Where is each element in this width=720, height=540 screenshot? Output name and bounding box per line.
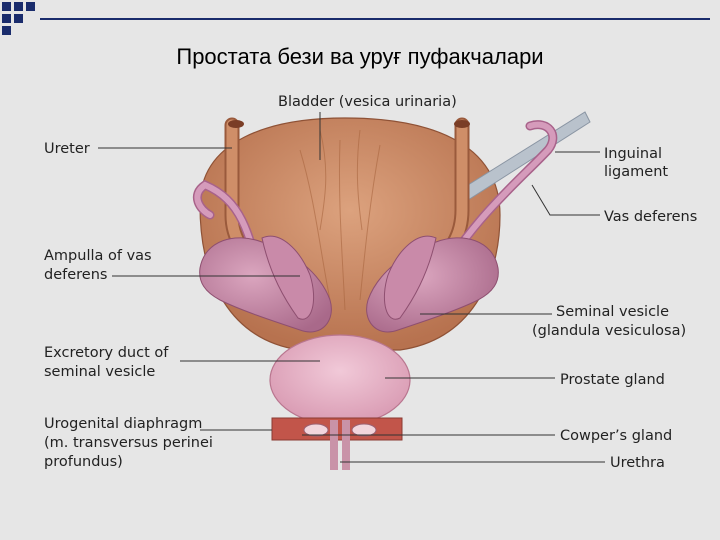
label-inguinal-line2: ligament bbox=[604, 164, 668, 180]
label-seminal-line1: Seminal vesicle bbox=[556, 304, 669, 320]
label-cowper: Cowper’s gland bbox=[560, 428, 672, 444]
label-prostate: Prostate gland bbox=[560, 372, 665, 388]
label-vas-deferens: Vas deferens bbox=[604, 209, 697, 225]
label-inguinal-line1: Inguinal bbox=[604, 146, 662, 162]
label-bladder: Bladder (vesica urinaria) bbox=[278, 94, 457, 110]
seminal-vesicle-shapes bbox=[199, 235, 499, 333]
prostate-shape bbox=[269, 334, 411, 426]
title-rule bbox=[40, 18, 710, 20]
label-urogenital-line1: Urogenital diaphragm bbox=[44, 416, 202, 432]
label-ampulla-line1: Ampulla of vas bbox=[44, 248, 152, 264]
label-seminal-line2: (glandula vesiculosa) bbox=[532, 323, 686, 339]
label-excretory-line1: Excretory duct of bbox=[44, 345, 169, 361]
label-excretory-line2: seminal vesicle bbox=[44, 364, 155, 380]
label-ampulla-line2: deferens bbox=[44, 267, 107, 283]
slide-title: Простата бези ва уруғ пуфакчалари bbox=[176, 44, 544, 69]
label-ureter: Ureter bbox=[44, 141, 90, 157]
inguinal-ligament-shape bbox=[459, 111, 591, 201]
leader-lines bbox=[98, 112, 605, 463]
corner-decoration bbox=[0, 0, 60, 40]
label-urethra: Urethra bbox=[610, 455, 665, 471]
label-urogenital-line2: (m. transversus perinei bbox=[44, 435, 213, 451]
label-urogenital-line3: profundus) bbox=[44, 454, 123, 470]
